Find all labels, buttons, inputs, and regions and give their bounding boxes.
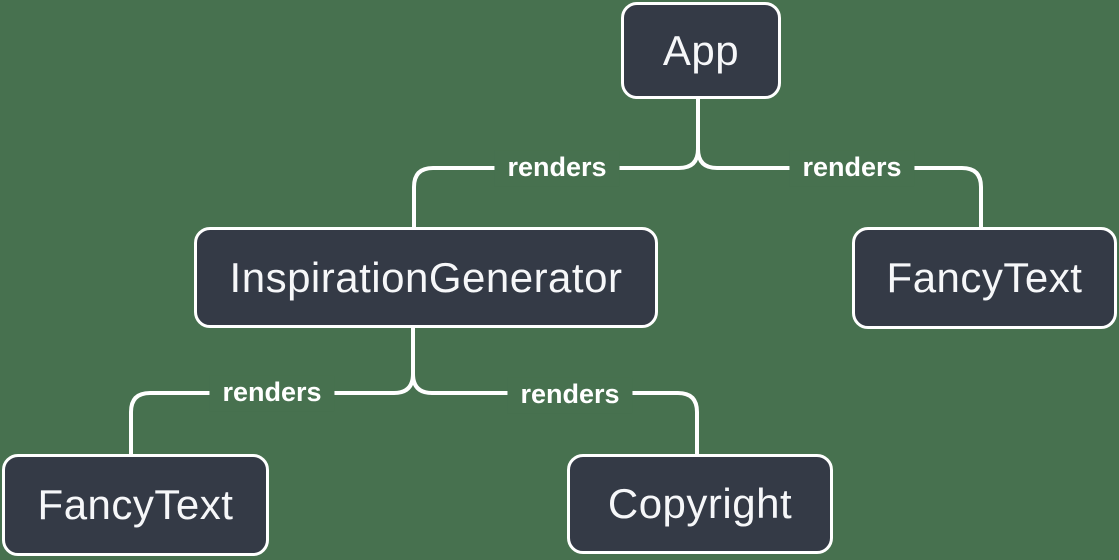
node-copyright: Copyright bbox=[567, 454, 833, 554]
node-fancy-text-top-right: FancyText bbox=[852, 227, 1117, 329]
node-app-label: App bbox=[662, 26, 740, 74]
edge-label-app-fancytext: renders bbox=[789, 150, 915, 186]
node-inspiration-generator: InspirationGenerator bbox=[194, 227, 658, 328]
node-inspiration-generator-label: InspirationGenerator bbox=[229, 253, 623, 301]
node-copyright-label: Copyright bbox=[607, 480, 793, 527]
node-fancy-text-bottom-left-label: FancyText bbox=[37, 481, 234, 528]
node-app: App bbox=[621, 2, 781, 99]
node-fancy-text-top-right-label: FancyText bbox=[886, 254, 1083, 301]
edge-label-app-inspirationgenerator: renders bbox=[494, 150, 620, 186]
node-fancy-text-bottom-left: FancyText bbox=[2, 454, 269, 556]
edge-label-inspirationgenerator-fancytext: renders bbox=[209, 375, 335, 411]
edge-label-inspirationgenerator-copyright: renders bbox=[507, 377, 633, 413]
